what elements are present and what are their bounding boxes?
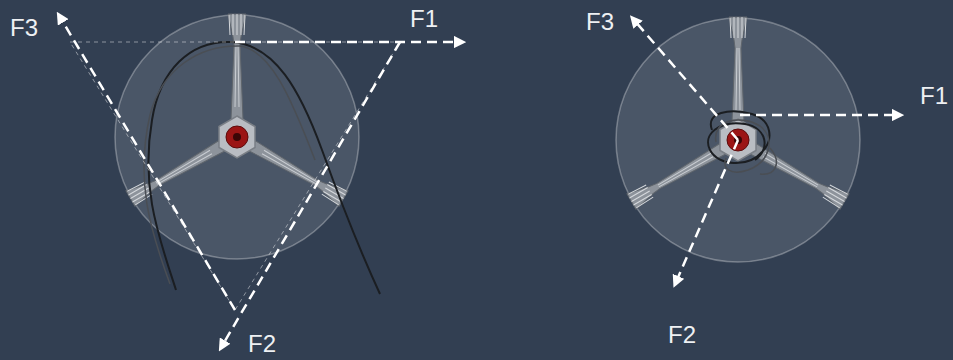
brush-arm (729, 17, 747, 122)
force-triangle (70, 42, 400, 310)
force-arrow (676, 140, 738, 282)
force-label: F3 (586, 10, 614, 34)
force-label: F1 (410, 7, 438, 31)
brush-arms (627, 17, 849, 209)
wound-hair (708, 111, 769, 163)
brush-arm (126, 138, 226, 206)
force-arrow (222, 42, 400, 346)
force-arrow (235, 41, 460, 44)
brush-arm (248, 138, 348, 206)
brush-disc (115, 15, 359, 259)
brush-disc (616, 18, 860, 262)
force-arrow (740, 114, 898, 117)
brush-arm (228, 14, 246, 119)
force-label: F2 (248, 332, 276, 356)
brush-hub (219, 116, 255, 158)
force-arrow (60, 17, 235, 310)
force-arrow (634, 20, 738, 140)
force-label: F3 (10, 16, 38, 40)
force-label: F1 (920, 84, 948, 108)
wound-hair (716, 120, 777, 174)
tangled-hair (144, 46, 315, 284)
force-label: F2 (668, 323, 696, 347)
tangled-hair (148, 42, 380, 294)
brush-arm (749, 141, 849, 209)
